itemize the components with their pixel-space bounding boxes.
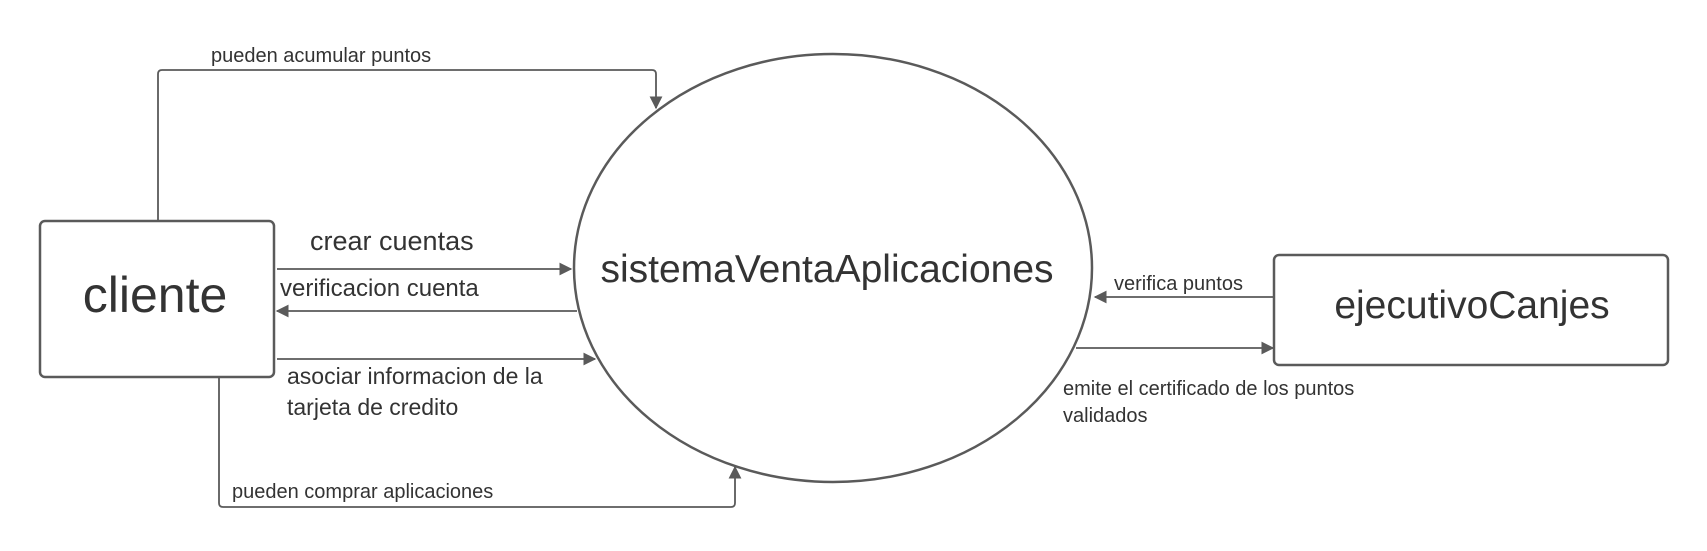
label-pueden-acumular-puntos: pueden acumular puntos — [211, 45, 431, 67]
label-verificacion-cuenta: verificacion cuenta — [280, 275, 479, 302]
label-asociar-line1: asociar informacion de la — [287, 363, 543, 389]
ejecutivo-box — [1272, 253, 1670, 367]
label-emite-line1: emite el certificado de los puntos — [1063, 378, 1354, 400]
label-emite-line2: validados — [1063, 405, 1148, 427]
sistema-label: sistemaVentaAplicaciones — [600, 248, 1053, 291]
ejecutivo-label: ejecutivoCanjes — [1334, 284, 1609, 327]
label-crear-cuentas: crear cuentas — [310, 226, 474, 256]
cliente-label: cliente — [83, 267, 228, 323]
label-verifica-puntos: verifica puntos — [1114, 273, 1243, 295]
label-asociar-line2: tarjeta de credito — [287, 394, 458, 420]
sistema-ellipse — [572, 52, 1094, 484]
node-cliente: cliente — [38, 219, 276, 379]
label-pueden-comprar-aplicaciones: pueden comprar aplicaciones — [232, 481, 493, 503]
cliente-box — [38, 219, 276, 379]
node-sistema-venta-aplicaciones: sistemaVentaAplicaciones — [572, 52, 1094, 484]
edge-pueden-comprar-aplicaciones — [218, 378, 742, 508]
edge-pueden-acumular-puntos — [157, 69, 663, 221]
node-ejecutivo-canjes: ejecutivoCanjes — [1272, 253, 1670, 367]
